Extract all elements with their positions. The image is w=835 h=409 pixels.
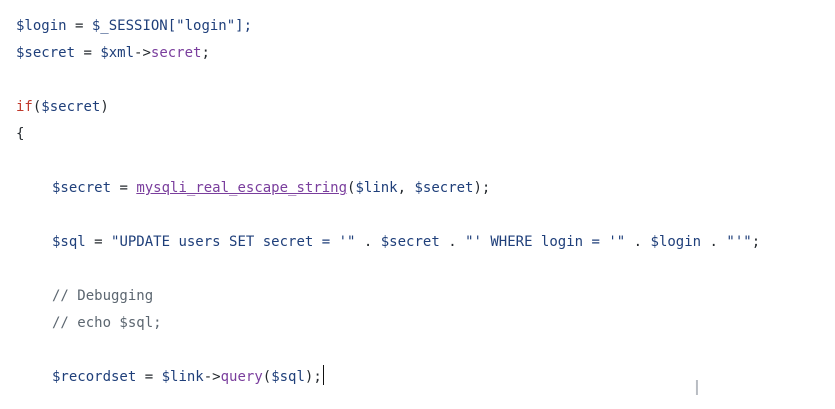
secret-variable: $secret [16,45,76,61]
close-paren: ) [100,99,109,115]
open-brace: { [16,126,25,142]
arrow-operator: -> [203,369,221,385]
sql-string-part-2: "' WHERE login = '" [465,234,626,250]
open-paren: ( [32,99,42,115]
assign-operator: = [111,180,137,196]
sql-string-part-1: "UPDATE users SET secret = '" [111,234,356,250]
link-variable: $link [161,369,204,385]
concat-operator: . [355,234,381,250]
assign-operator: = [85,234,112,250]
escape-function-name: mysqli_real_escape_string [136,180,348,196]
code-line-3-blank [16,67,835,94]
secret-property: secret [150,45,202,61]
code-line-6-blank [16,148,835,175]
code-line-11: // Debugging [16,283,835,310]
open-paren: ( [262,369,272,385]
code-line-9: $sql = "UPDATE users SET secret = '" . $… [16,229,835,256]
code-line-10-blank [16,256,835,283]
close-paren: ); [304,369,322,385]
assign-operator: = [66,18,92,34]
sql-variable: $sql [52,234,86,250]
query-method: query [220,369,263,385]
secret-variable-arg: $secret [414,180,474,196]
concat-operator: . [625,234,651,250]
link-variable: $link [355,180,398,196]
code-line-12: // echo $sql; [16,310,835,337]
session-variable: $_SESSION [91,18,168,34]
statement-end: ; [201,45,210,61]
secret-variable: $secret [52,180,112,196]
arrow-operator: -> [134,45,151,61]
code-line-1: $login = $_SESSION["login"]; [16,13,835,40]
assign-operator: = [75,45,101,61]
code-line-4: if($secret) [16,94,835,121]
echo-comment: // echo $sql; [52,315,162,331]
if-keyword: if [16,99,33,115]
code-line-2: $secret = $xml->secret; [16,40,835,67]
code-line-14: $recordset = $link->query($sql); [16,364,835,391]
session-index: ["login"]; [167,18,253,34]
debugging-comment: // Debugging [52,288,154,304]
sql-variable: $sql [271,369,305,385]
sql-string-part-3: "'" [726,234,752,250]
code-line-13-blank [16,337,835,364]
assign-operator: = [136,369,162,385]
code-line-8-blank [16,202,835,229]
code-line-5: { [16,121,835,148]
xml-variable: $xml [100,45,135,61]
concat-operator: . [701,234,727,250]
statement-end: ; [751,234,761,250]
secret-variable: $secret [380,234,440,250]
comma: , [397,180,415,196]
concat-operator: . [439,234,466,250]
close-paren: ); [473,180,491,196]
secret-variable: $secret [41,99,101,115]
login-variable: $login [16,18,67,34]
login-variable: $login [650,234,702,250]
recordset-variable: $recordset [52,369,137,385]
code-line-7: $secret = mysqli_real_escape_string($lin… [16,175,835,202]
open-paren: ( [347,180,356,196]
text-caret [322,365,324,385]
text-cursor-icon: I [694,376,700,400]
